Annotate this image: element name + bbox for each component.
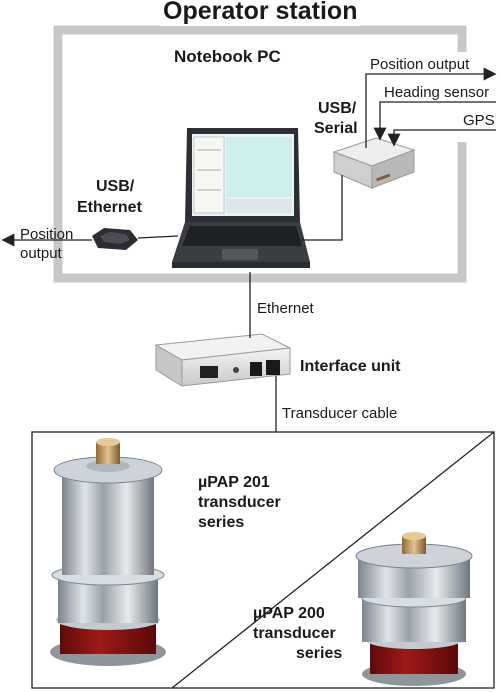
operator-station-frame <box>53 25 467 283</box>
upap-200-label-line1: µPAP 200 <box>253 605 325 622</box>
position-output-left-label-line1: Position <box>20 226 74 243</box>
usb-ethernet-adapter-image <box>92 228 138 250</box>
position-output-top-label: Position output <box>370 56 470 73</box>
ethernet-label: Ethernet <box>257 300 314 317</box>
upap-201-label-line1: µPAP 201 <box>198 474 270 491</box>
transducer-cable-label: Transducer cable <box>282 405 398 422</box>
upap-200-label-line2: transducer <box>253 625 336 642</box>
gps-label: GPS <box>463 112 495 129</box>
upap-201-label-line3: series <box>198 514 245 531</box>
notebook-pc-label: Notebook PC <box>174 47 281 66</box>
usb-serial-converter-image <box>332 137 416 189</box>
heading-sensor-label: Heading sensor <box>384 84 490 101</box>
notebook-pc-image <box>172 128 310 268</box>
position-output-left-label-line2: output <box>20 245 62 262</box>
upap-201-label-line2: transducer <box>198 494 281 511</box>
usb-serial-label-line1: USB/ <box>318 100 357 117</box>
upap-201-transducer-image <box>50 438 166 666</box>
usb-ethernet-label-line1: USB/ <box>96 178 135 195</box>
usb-ethernet-label-line2: Ethernet <box>77 199 142 216</box>
upap-200-label-line3: series <box>296 645 343 662</box>
upap-200-transducer-image <box>355 532 473 686</box>
usb-serial-label-line2: Serial <box>314 120 358 137</box>
interface-unit-image <box>154 333 292 387</box>
interface-unit-label: Interface unit <box>300 358 401 375</box>
connection-lines <box>1 67 497 432</box>
transducer-panel <box>31 431 495 689</box>
operator-station-title: Operator station <box>160 0 361 26</box>
